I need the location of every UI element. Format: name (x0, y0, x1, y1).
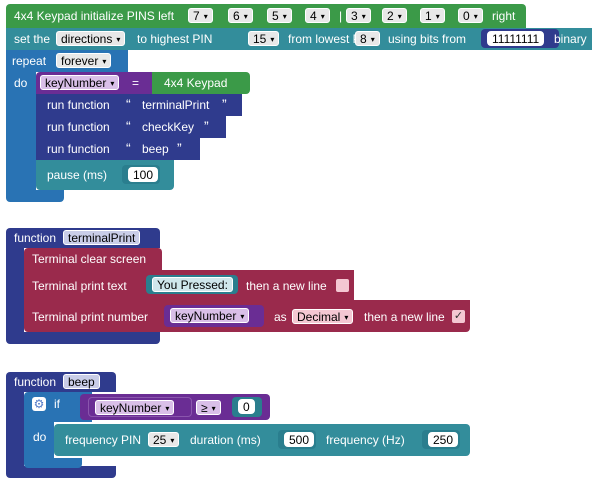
run-function-block-terminalprint[interactable]: run function “ terminalPrint ” (36, 94, 242, 116)
if-label: if (54, 397, 60, 411)
function-keyword: function (14, 231, 57, 245)
terminal-print-number-label: Terminal print number (32, 310, 149, 324)
pin-dropdown-1[interactable]: 6▾ (228, 8, 253, 23)
as-label: as (274, 310, 287, 324)
pause-block[interactable]: pause (ms) 100 (36, 160, 174, 190)
close-quote: ” (222, 96, 227, 112)
repeat-block-bottom (6, 190, 64, 202)
binary-label: binary (554, 32, 587, 46)
highest-pin-label: to highest PIN (137, 32, 213, 46)
bits-label: using bits from (388, 32, 467, 46)
function-beep-header[interactable]: function beep (6, 372, 116, 392)
lowest-pin-dropdown[interactable]: 8▾ (355, 31, 380, 46)
bits-value-socket: 11111111 (481, 29, 559, 48)
newline-checkbox[interactable] (336, 279, 349, 292)
run-function-block-checkkey[interactable]: run function “ checkKey ” (36, 116, 226, 138)
repeat-label: repeat (12, 54, 47, 68)
function-name-text[interactable]: terminalPrint (142, 98, 210, 112)
function-terminalprint-bottom (6, 332, 160, 344)
assign-variable-dropdown[interactable]: keyNumber▾ (40, 75, 120, 90)
if-block-arm (24, 422, 54, 462)
pause-value-input[interactable]: 100 (128, 167, 159, 182)
repeat-block-left-arm (6, 72, 36, 192)
pin-separator: | (339, 9, 343, 23)
run-function-label: run function (47, 98, 110, 112)
set-label: set the (14, 32, 51, 46)
pin-dropdown-6[interactable]: 1▾ (420, 8, 445, 23)
function-name-field[interactable]: terminalPrint (63, 230, 141, 245)
keypad-init-label: 4x4 Keypad initialize PINS left (14, 9, 175, 23)
open-quote: “ (126, 118, 131, 134)
newline-label: then a new line (246, 279, 327, 293)
pin-dropdown-2[interactable]: 5▾ (267, 8, 292, 23)
pause-value-socket: 100 (122, 165, 160, 184)
hz-socket: 250 (422, 430, 460, 449)
terminal-clear-block[interactable]: Terminal clear screen (24, 248, 162, 270)
run-function-label: run function (47, 142, 110, 156)
frequency-pin-dropdown[interactable]: 25▾ (148, 432, 180, 447)
function-terminalprint-header[interactable]: function terminalPrint (6, 228, 160, 248)
function-beep-bottom (6, 466, 116, 478)
newline-label-2: then a new line (364, 310, 445, 324)
condition-variable-socket: keyNumber▾ (88, 397, 192, 417)
function-name-text[interactable]: checkKey (142, 120, 195, 134)
repeat-block[interactable]: repeat forever▾ (6, 50, 128, 72)
print-number-socket: keyNumber▾ (164, 305, 264, 327)
bits-value-input[interactable]: 11111111 (487, 31, 545, 46)
duration-input[interactable]: 500 (284, 432, 315, 447)
condition-variable-dropdown[interactable]: keyNumber▾ (95, 400, 175, 415)
pin-dropdown-3[interactable]: 4▾ (305, 8, 330, 23)
terminal-clear-label: Terminal clear screen (32, 252, 147, 266)
keypad-init-block[interactable]: 4x4 Keypad initialize PINS left 7▾ 6▾ 5▾… (6, 4, 526, 28)
print-text-socket: You Pressed: (146, 275, 238, 294)
condition-value-input[interactable]: 0 (238, 399, 255, 414)
if-do-label: do (33, 430, 47, 444)
pin-dropdown-5[interactable]: 2▾ (382, 8, 407, 23)
frequency-pin-label: frequency PIN (65, 433, 142, 447)
assign-block[interactable]: keyNumber▾ = (36, 72, 154, 94)
open-quote: “ (126, 96, 131, 112)
run-function-label: run function (47, 120, 110, 134)
if-block-bottom (24, 458, 82, 468)
pause-label: pause (ms) (47, 168, 108, 182)
function-name-text[interactable]: beep (142, 142, 169, 156)
function-terminalprint-arm (6, 248, 24, 336)
keypad-value-label: 4x4 Keypad (164, 76, 228, 90)
function-keyword: function (14, 375, 57, 389)
number-format-dropdown[interactable]: Decimal▾ (292, 309, 354, 324)
duration-socket: 500 (278, 430, 316, 449)
keypad-right-label: right (492, 9, 516, 23)
lowest-pin-label: from lowest PIN (288, 32, 373, 46)
close-quote: ” (177, 140, 182, 156)
hz-label: frequency (Hz) (326, 433, 405, 447)
close-quote: ” (204, 118, 209, 134)
hz-input[interactable]: 250 (428, 432, 459, 447)
direction-mode-dropdown[interactable]: directions▾ (56, 31, 126, 46)
terminal-print-text-label: Terminal print text (32, 279, 127, 293)
repeat-mode-dropdown[interactable]: forever▾ (56, 53, 112, 68)
print-number-variable-dropdown[interactable]: keyNumber▾ (170, 308, 250, 323)
pin-dropdown-0[interactable]: 7▾ (188, 8, 213, 23)
gear-icon[interactable]: ⚙ (32, 397, 46, 411)
newline-checkbox-checked[interactable]: ✓ (452, 310, 465, 323)
repeat-do-label: do (14, 76, 28, 90)
keypad-value-block[interactable]: 4x4 Keypad (152, 72, 250, 94)
condition-block[interactable]: keyNumber▾ ≥▾ 0 (80, 394, 270, 420)
highest-pin-dropdown[interactable]: 15▾ (248, 31, 280, 46)
duration-label: duration (ms) (190, 433, 261, 447)
condition-value-socket: 0 (232, 397, 262, 417)
terminal-print-text-block[interactable]: Terminal print text You Pressed: then a … (24, 270, 354, 300)
assign-operator: = (132, 76, 140, 90)
function-beep-arm (6, 392, 24, 470)
terminal-print-number-block[interactable]: Terminal print number keyNumber▾ as Deci… (24, 300, 470, 332)
pin-dropdown-7[interactable]: 0▾ (458, 8, 483, 23)
frequency-block[interactable]: frequency PIN 25▾ duration (ms) 500 freq… (54, 424, 470, 456)
condition-operator-dropdown[interactable]: ≥▾ (196, 400, 221, 415)
print-text-input[interactable]: You Pressed: (152, 277, 233, 292)
run-function-block-beep[interactable]: run function “ beep ” (36, 138, 200, 160)
set-directions-block[interactable]: set the directions▾ to highest PIN 15▾ f… (6, 28, 592, 50)
function-name-field[interactable]: beep (63, 374, 100, 389)
pin-dropdown-4[interactable]: 3▾ (346, 8, 371, 23)
open-quote: “ (126, 140, 131, 156)
